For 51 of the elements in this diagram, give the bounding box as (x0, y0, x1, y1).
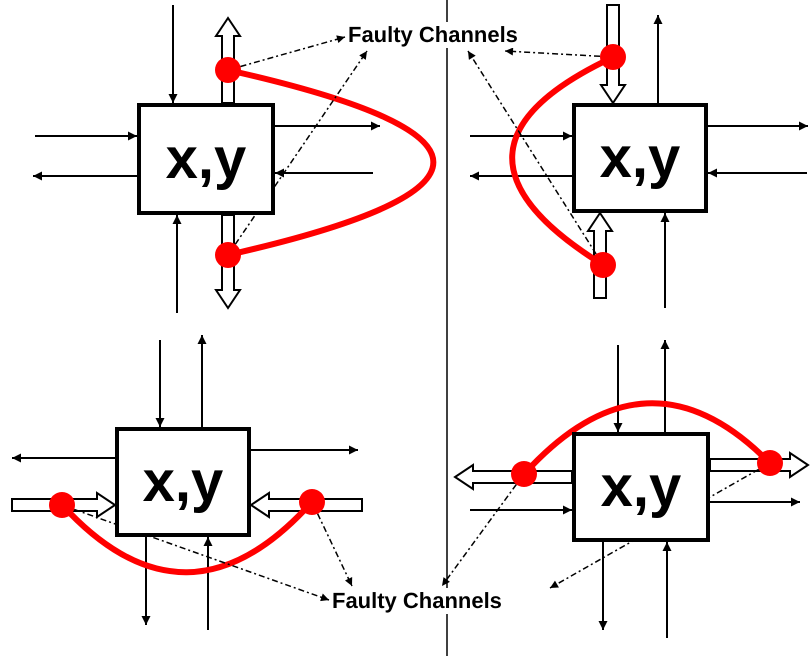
channel-arrow (708, 168, 807, 178)
leader-arrow (316, 513, 353, 586)
node-box (137, 103, 275, 215)
channel-arrow (654, 15, 662, 103)
fault-dot (600, 44, 626, 70)
leader-arrow (504, 47, 600, 58)
channel-arrow (172, 215, 182, 313)
fault-dot (49, 492, 75, 518)
callout-text: Faulty Channels (332, 588, 502, 614)
channel-arrow (275, 168, 373, 178)
channel-arrow (33, 172, 137, 180)
channel-arrow (142, 537, 150, 625)
channel-arrow (660, 213, 670, 308)
channel-arrow (275, 122, 380, 130)
leader-arrow (467, 50, 597, 254)
channel-arrow (708, 122, 808, 130)
fault-dot (299, 489, 325, 515)
callout-text: Faulty Channels (348, 22, 518, 48)
coordinate-label: x,y (600, 458, 682, 516)
fault-dot (511, 461, 537, 487)
leader-arrow (234, 50, 368, 245)
node-box (572, 103, 708, 213)
fault-dot (215, 242, 241, 268)
fault-dot (757, 450, 783, 476)
channel-arrow (198, 335, 206, 427)
node-box (115, 427, 251, 537)
channel-arrow (470, 172, 572, 180)
coordinate-label: x,y (142, 453, 224, 511)
channel-arrow (614, 345, 622, 432)
channel-arrow (662, 542, 672, 638)
channel-arrow (168, 5, 178, 103)
fault-path-curve (528, 400, 765, 470)
channel-arrow (12, 454, 115, 462)
leader-arrow (441, 484, 517, 586)
coordinate-label: x,y (600, 129, 680, 187)
coordinate-label: x,y (166, 130, 246, 188)
channel-arrow (156, 340, 164, 427)
channel-arrow (470, 132, 572, 140)
fault-dot (590, 252, 616, 278)
leader-arrow (240, 35, 346, 68)
fault-path-curve (66, 507, 308, 576)
channel-arrow (251, 446, 358, 454)
channel-arrow (204, 537, 212, 630)
channel-arrow (660, 340, 670, 432)
channel-arrow (710, 498, 800, 506)
channel-arrow (35, 132, 137, 140)
channel-arrow (470, 506, 572, 514)
node-box (572, 432, 710, 542)
leader-arrow (74, 508, 330, 602)
fault-dot (215, 57, 241, 83)
channel-arrow (598, 542, 608, 630)
